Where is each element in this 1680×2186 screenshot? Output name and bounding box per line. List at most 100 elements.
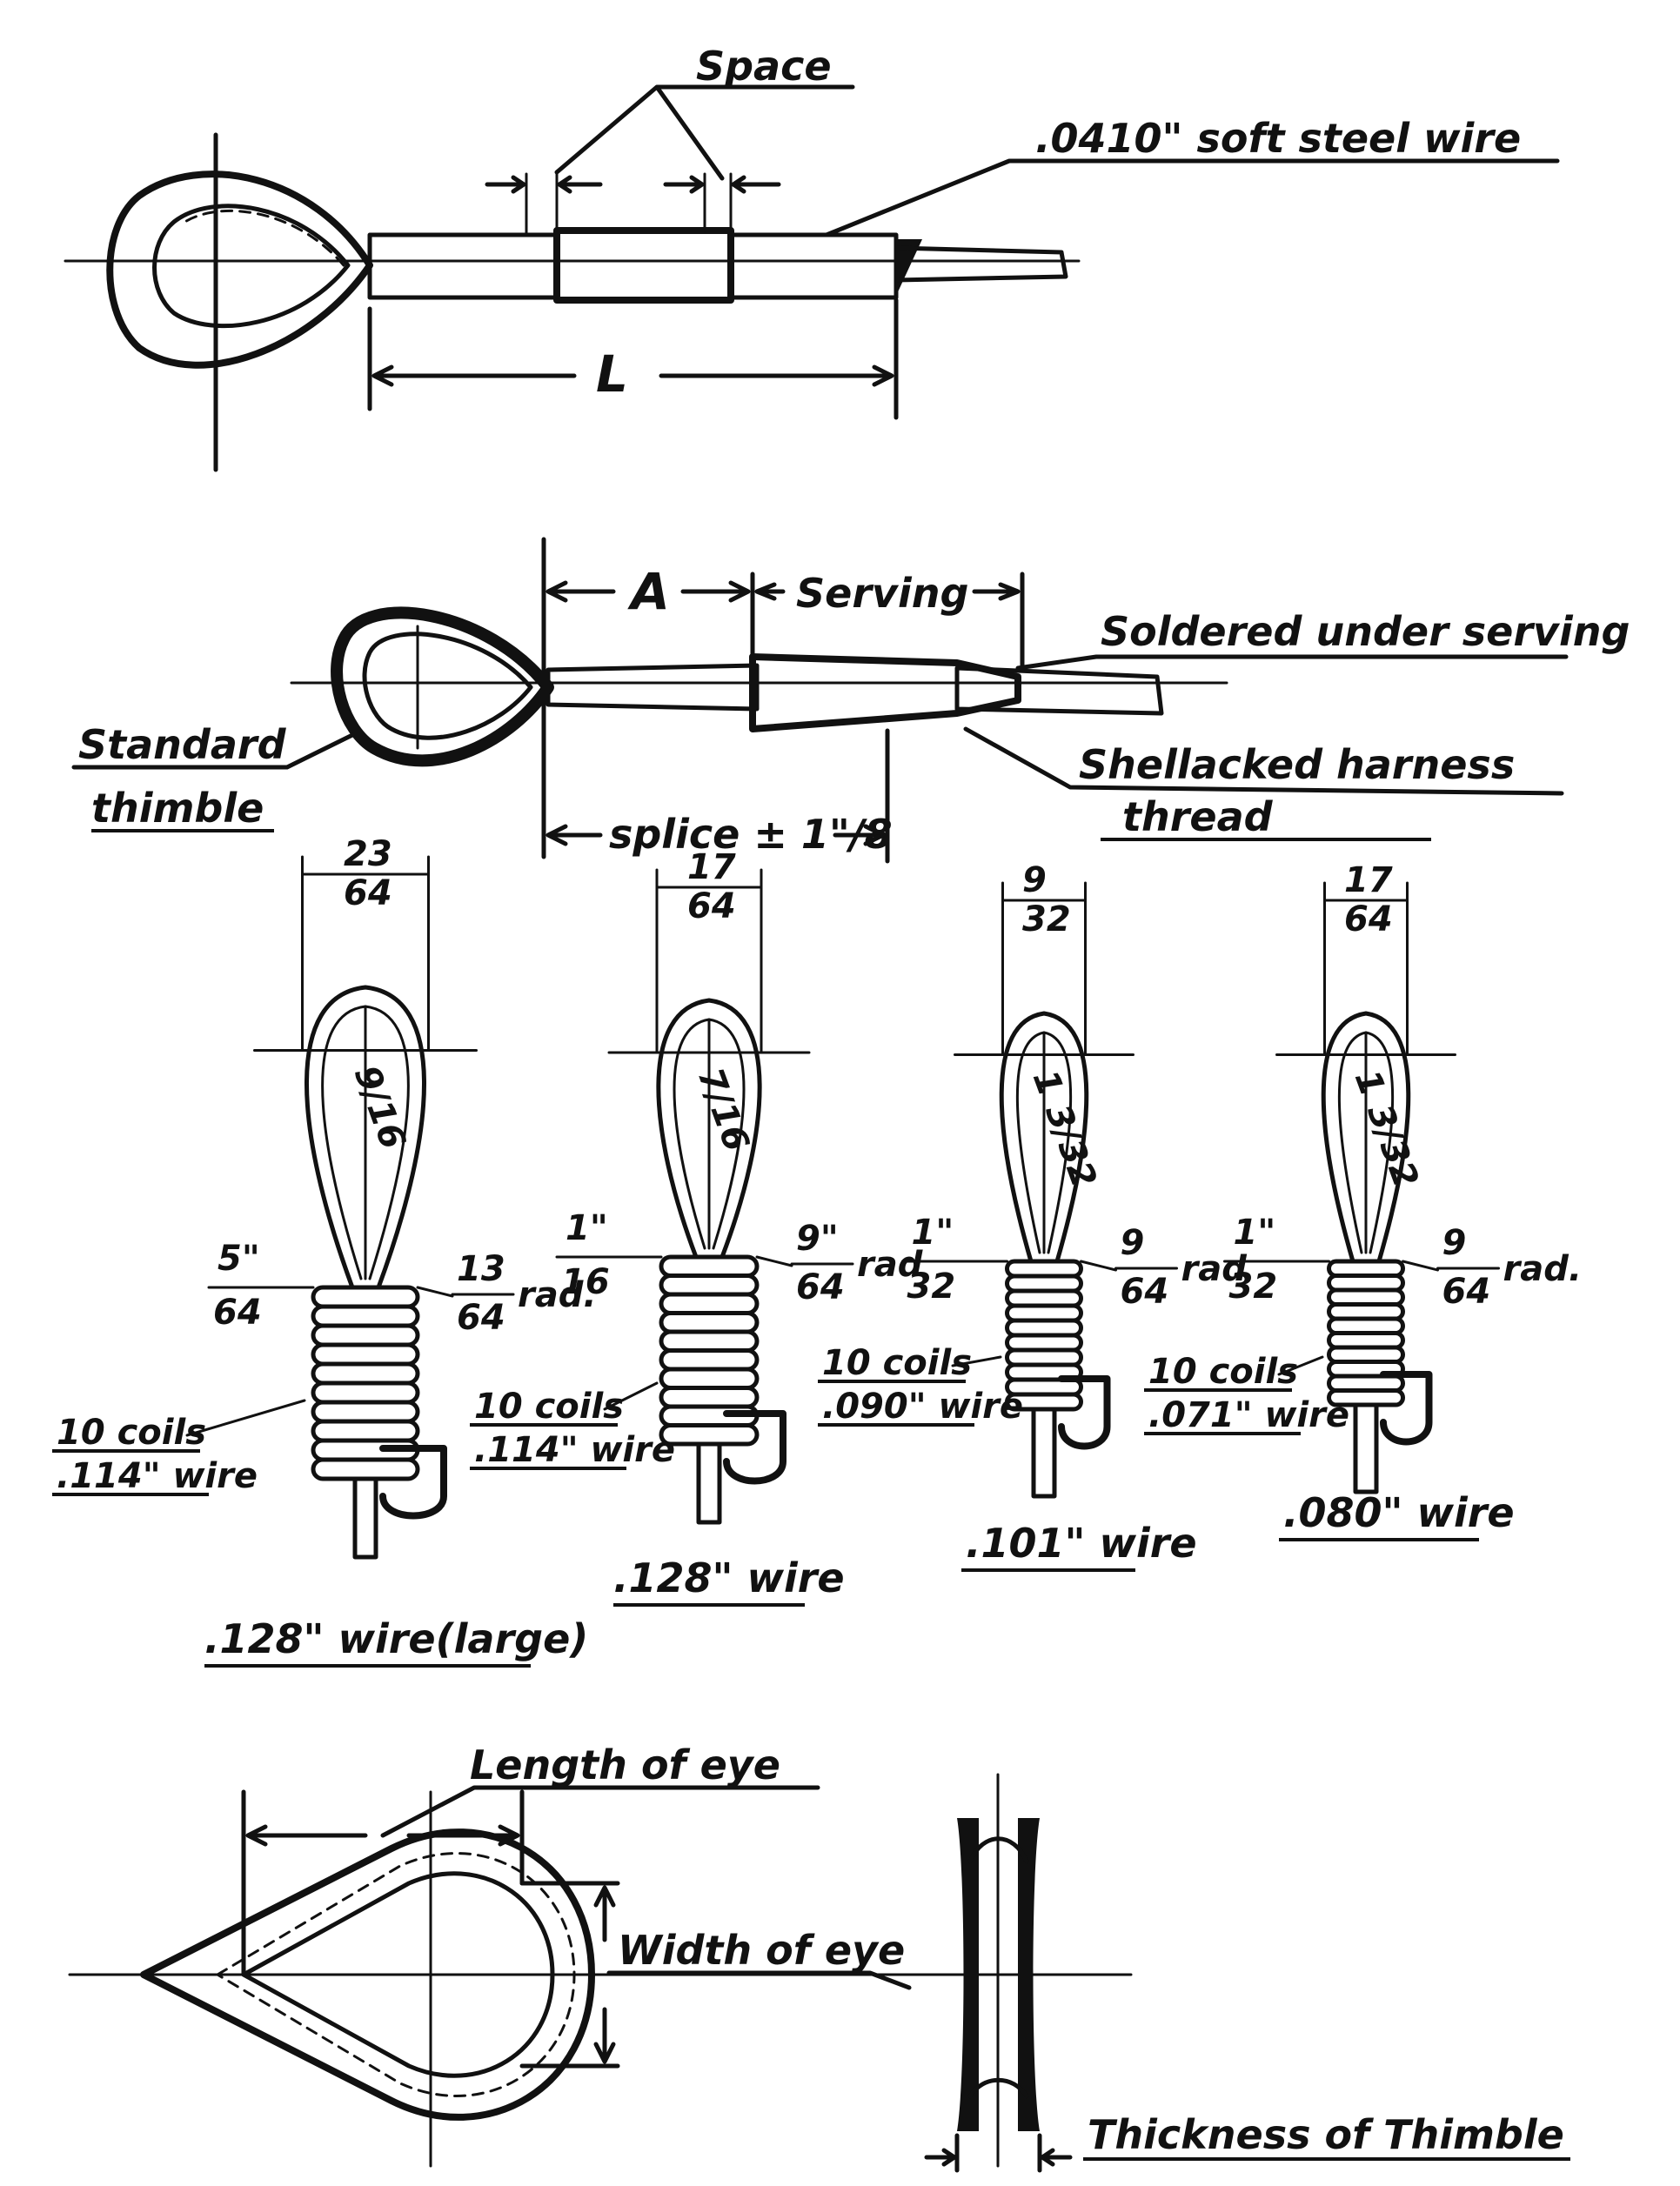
eye-4-neck-line-right [1402,1260,1439,1272]
eye-3-wire-stem [1031,1407,1057,1499]
standard-thimble [331,606,554,767]
eye-1-coil [311,1361,420,1386]
eye-1-coils-label-1: 10 coils [57,1413,206,1453]
soldered-label: Soldered under serving [1101,608,1630,655]
length-leader [380,1785,820,1838]
eye-3-eye-loop-outer [999,1011,1089,1264]
eye-2-coils-leader [603,1381,659,1411]
length-arrow-left [245,1824,368,1847]
eye-1-neck-line-right [416,1286,454,1298]
eye-1-coils-label-2: .114" wire [57,1456,258,1496]
eye-1-radius-numerator: 13 [457,1249,505,1289]
eye-2-coil [659,1348,760,1372]
eye-2-coil [659,1423,760,1447]
eye-3-width-denominator: 32 [1022,899,1071,939]
eye-3-coil [1005,1318,1083,1338]
eye-2-neck-line-right [755,1255,793,1267]
eye-1-wire-stem [352,1476,378,1560]
thimble-dashed-groove [216,1852,576,2097]
eye-4-wire-stem [1353,1402,1379,1494]
eye-2-radius-suffix: rad [857,1245,923,1285]
eye-4-radius-suffix: rad. [1503,1249,1583,1289]
eye-3-radius-suffix: rad [1181,1249,1248,1289]
eye-3-coils-label-2: .090" wire [822,1387,1023,1427]
thimble-inner [362,632,533,740]
eye-3-coil [1005,1273,1083,1294]
space-leader [554,84,855,181]
eye-3-left-numerator: 1" [912,1213,954,1253]
thimble-label-2: thimble [91,785,264,832]
eye-3-coil [1005,1347,1083,1367]
wire-neck [545,663,760,712]
eye-1-coil [311,1323,420,1347]
serving-section-3 [728,232,899,300]
splice-label: splice ± 1"/8 [609,811,893,858]
eye-3-coil [1005,1288,1083,1308]
thimble-label-1: Standard [78,721,287,768]
eye-1-coil [311,1380,420,1405]
serving-arrow-right [972,582,1021,601]
eye-1-left-denominator: 64 [213,1293,262,1333]
eye-1-caption: .128" wire(large) [204,1615,588,1662]
eye-2-coils-label-1: 10 coils [474,1387,624,1427]
space-arrow-4 [731,175,781,194]
width-leader [606,1970,912,1990]
width-arrow-bottom [593,2007,616,2064]
eye-4-left-numerator: 1" [1234,1213,1276,1253]
splice-arrow-left [545,824,603,846]
eye-3-coil [1005,1303,1083,1323]
eye-2-radius-denominator: 64 [796,1267,845,1307]
eye-3-radius-denominator: 64 [1121,1272,1169,1312]
l-arrow-left [371,364,577,387]
eye-1-coil [311,1457,420,1481]
space-arrow-2 [557,175,603,194]
thimble-leader [71,732,355,770]
thimble-section-left-flange [957,1818,979,2131]
thimble-inner [241,1871,555,2078]
thickness-arrow-left [924,2148,957,2167]
eye-4-radius-numerator: 9 [1442,1223,1467,1263]
thread-leader [963,726,1564,796]
eye-1-coil [311,1304,420,1328]
eye-3-radius-numerator: 9 [1121,1223,1145,1263]
eye-2-left-denominator: 16 [561,1262,610,1302]
eye-3-coil [1005,1259,1083,1279]
length-arrow-right [406,1824,520,1847]
eye-4-coils-leader [1277,1355,1324,1376]
eye-2-coil [659,1254,760,1278]
eye-2-length-label: 7/16 [690,1063,757,1157]
figure-4-thimble-dimensions: Length of eye Width of eye Thickness of … [68,1741,1570,2173]
eye-3-caption: .101" wire [966,1520,1197,1567]
eye-1-width-denominator: 64 [344,873,392,913]
eye-1-coil [311,1419,420,1443]
thimble-outline [140,1828,595,2121]
wire-tail [894,245,1068,283]
eye-2-caption: .128" wire [613,1554,845,1601]
eye-1-coil [311,1342,420,1367]
eye-3-width-numerator: 9 [1022,860,1047,900]
length-label: L [596,344,628,404]
eye-2-radius-numerator: 9" [796,1219,839,1259]
length-of-eye-label: Length of eye [470,1741,780,1788]
eye-4-coils-label-2: .071" wire [1148,1395,1349,1435]
eye-1-length-label: 9/16 [346,1060,413,1154]
eye-3-coil [1005,1333,1083,1353]
eye-3-hook-end [1058,1375,1111,1450]
eye-4-eye-loop-outer [1321,1011,1411,1264]
eye-3-coils-label-1: 10 coils [822,1343,972,1383]
eye-3-left-denominator: 32 [907,1267,956,1307]
eye-4-left-denominator: 32 [1229,1267,1278,1307]
width-arrow-top [593,1885,616,1942]
wire-tail [954,665,1164,716]
width-of-eye-label: Width of eye [618,1927,905,1974]
serving-label: Serving [796,570,968,617]
eye-1-radius-denominator: 64 [457,1298,505,1338]
thread-label-1: Shellacked harness [1079,741,1515,788]
space-label: Space [696,43,832,90]
eye-1-coils-leader [185,1399,306,1437]
eye-1-hook-end [379,1445,447,1520]
eye-2-coil [659,1273,760,1297]
serving [749,653,1021,732]
